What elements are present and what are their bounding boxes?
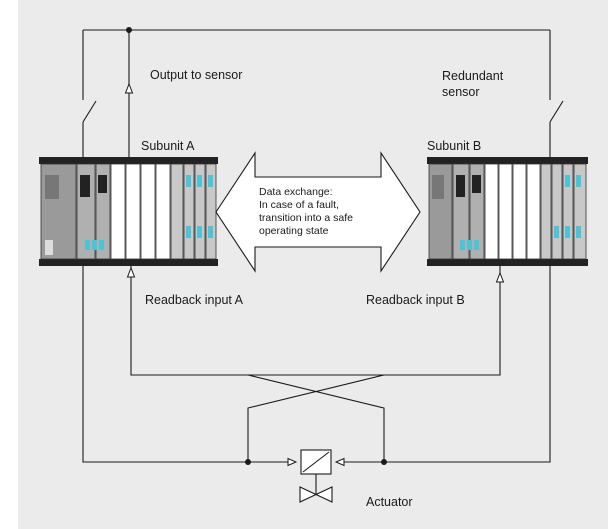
data-exchange-line4: operating state [259,225,329,237]
right-contact-icon [549,100,564,123]
subunit-a-label: Subunit A [141,139,195,153]
data-exchange-line2: In case of a fault, [259,199,339,211]
output-to-sensor-label: Output to sensor [150,68,242,82]
junction-dot-top [126,27,132,33]
subunit-a-rack [39,157,218,266]
valve-icon [299,486,333,503]
data-exchange-arrow [215,151,421,273]
redundant-sensor-label-line2: sensor [442,85,480,99]
left-contact-icon [82,100,97,123]
readback-b-label: Readback input B [366,293,465,307]
subunit-b-rack [427,157,588,266]
subunit-b-label: Subunit B [427,139,481,153]
data-exchange-line3: transition into a safe [259,212,353,224]
actuator-symbol [299,449,333,503]
redundant-sensor-label-line1: Redundant [442,69,504,83]
actuator-label: Actuator [366,495,413,509]
data-exchange-line1: Data exchange: [259,186,333,198]
wiring [82,27,564,467]
readback-a-label: Readback input A [145,293,244,307]
